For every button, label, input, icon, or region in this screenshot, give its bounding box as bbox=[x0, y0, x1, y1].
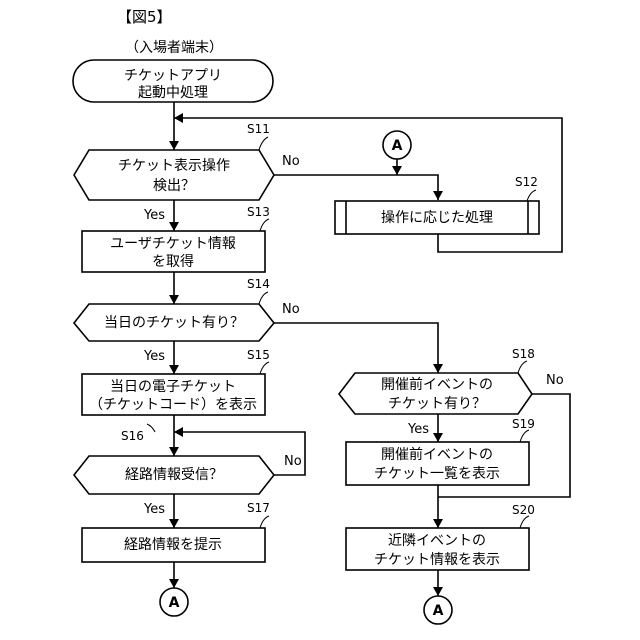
connector-label: A bbox=[433, 603, 444, 619]
step-label-s14: S14 bbox=[247, 277, 270, 291]
branch-label-no: No bbox=[546, 373, 564, 388]
arrowhead bbox=[169, 295, 179, 304]
process-s19-line2: チケット一覧を表示 bbox=[374, 465, 500, 482]
arrowhead bbox=[169, 365, 179, 374]
start-label-line2: 起動中処理 bbox=[138, 85, 208, 101]
branch-label-no: No bbox=[284, 454, 302, 469]
process-s20-line1: 近隣イベントの bbox=[388, 533, 486, 549]
decision-s18-line2: チケット有り？ bbox=[388, 396, 486, 412]
process-s17-label: 経路情報を提示 bbox=[124, 537, 222, 553]
arrowhead bbox=[169, 579, 179, 588]
process-s15: 当日の電子チケット （チケットコード）を表示 S15 bbox=[82, 348, 270, 415]
step-label-s19: S19 bbox=[512, 417, 535, 431]
line-s11-no bbox=[274, 175, 438, 200]
branch-label-no: No bbox=[282, 302, 300, 317]
step-label-s18: S18 bbox=[512, 347, 535, 361]
line-s14-no bbox=[274, 323, 438, 373]
connector-label: A bbox=[392, 138, 403, 154]
arrowhead bbox=[433, 364, 443, 373]
start-terminal: チケットアプリ 起動中処理 bbox=[73, 60, 273, 102]
connector-a-bottom-right: A bbox=[424, 596, 452, 624]
step-label-s13: S13 bbox=[247, 205, 270, 219]
arrowhead bbox=[392, 166, 402, 175]
arrowhead bbox=[169, 447, 179, 456]
arrowhead bbox=[433, 587, 443, 596]
process-s13-line1: ユーザチケット情報 bbox=[110, 236, 236, 252]
decision-s11-line1: チケット表示操作 bbox=[118, 158, 230, 174]
step-leader bbox=[259, 137, 268, 150]
arrowhead bbox=[433, 191, 443, 200]
step-leader bbox=[518, 361, 527, 373]
start-label-line1: チケットアプリ bbox=[124, 68, 222, 84]
connector-label: A bbox=[169, 595, 180, 611]
step-leader bbox=[527, 190, 536, 201]
process-s12: 操作に応じた処理 S12 bbox=[335, 175, 539, 234]
step-label-s15: S15 bbox=[247, 348, 270, 362]
branch-label-yes: Yes bbox=[143, 502, 165, 517]
decision-s16-label: 経路情報受信？ bbox=[125, 467, 223, 483]
step-label-s17: S17 bbox=[247, 501, 270, 515]
branch-label-yes: Yes bbox=[407, 422, 429, 437]
step-label-s16: S16 bbox=[121, 429, 144, 443]
process-s15-line2: （チケットコード）を表示 bbox=[89, 397, 257, 413]
process-s20: 近隣イベントの チケット情報を表示 S20 bbox=[346, 503, 535, 570]
step-label-s12: S12 bbox=[515, 175, 538, 189]
step-label-s20: S20 bbox=[512, 503, 535, 517]
branch-label-yes: Yes bbox=[143, 349, 165, 364]
step-leader bbox=[520, 516, 529, 528]
decision-s14-label: 当日のチケット有り？ bbox=[104, 315, 244, 331]
arrowhead bbox=[433, 519, 443, 528]
process-s12-label: 操作に応じた処理 bbox=[381, 210, 493, 226]
arrowhead bbox=[174, 113, 183, 123]
step-leader bbox=[147, 424, 155, 432]
arrowhead bbox=[169, 222, 179, 231]
arrowhead bbox=[433, 433, 443, 442]
step-leader bbox=[260, 362, 269, 374]
step-leader bbox=[260, 219, 269, 231]
connector-a-top: A bbox=[383, 131, 411, 159]
process-s13-line2: を取得 bbox=[152, 253, 194, 270]
connector-a-bottom-left: A bbox=[160, 588, 188, 616]
process-s17: 経路情報を提示 S17 bbox=[82, 501, 270, 562]
step-label-s11: S11 bbox=[247, 122, 270, 136]
process-s19-line1: 開催前イベントの bbox=[381, 446, 493, 463]
process-s19: 開催前イベントの チケット一覧を表示 S19 bbox=[346, 417, 535, 485]
decision-s18-line1: 開催前イベントの bbox=[381, 376, 493, 393]
step-leader bbox=[520, 430, 529, 442]
arrowhead bbox=[174, 427, 183, 437]
arrowhead bbox=[169, 519, 179, 528]
arrowhead bbox=[169, 141, 179, 150]
branch-label-yes: Yes bbox=[143, 208, 165, 223]
step-leader bbox=[259, 292, 268, 304]
figure-title: 【図5】 bbox=[117, 8, 172, 26]
process-s15-line1: 当日の電子チケット bbox=[110, 379, 236, 395]
decision-s11-line2: 検出？ bbox=[153, 178, 195, 194]
process-s20-line2: チケット情報を表示 bbox=[374, 552, 500, 568]
process-s13: ユーザチケット情報 を取得 S13 bbox=[82, 205, 270, 272]
step-leader bbox=[260, 516, 269, 528]
branch-label-no: No bbox=[282, 154, 300, 169]
terminal-subtitle: （入場者端末） bbox=[125, 40, 223, 56]
